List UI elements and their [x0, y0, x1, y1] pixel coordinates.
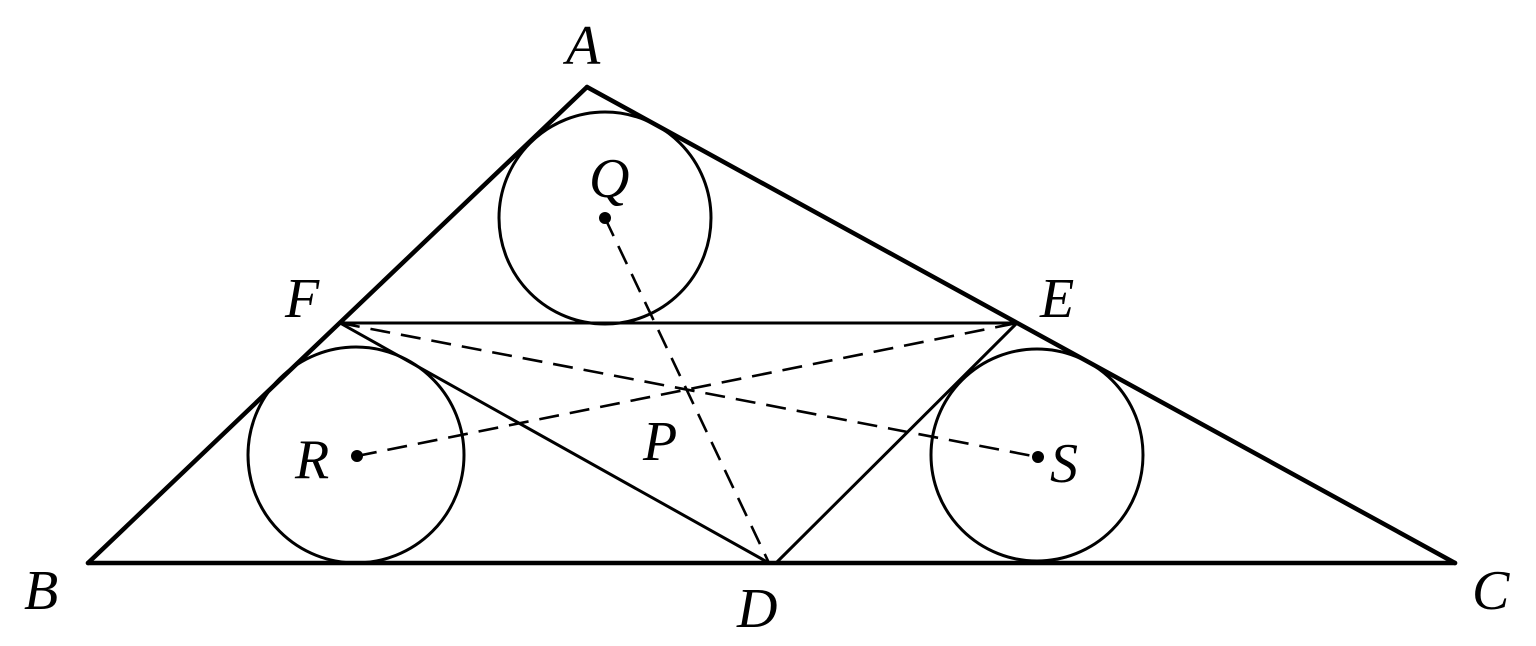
label-P: P: [642, 411, 677, 473]
side-AC: [584, 84, 1458, 566]
label-A: A: [562, 15, 601, 77]
label-B: B: [24, 560, 58, 622]
label-E: E: [1039, 268, 1074, 330]
dashed-FS: [339, 321, 1039, 459]
segment-ED: [774, 321, 1019, 565]
label-F: F: [284, 268, 320, 330]
circle-Q: [497, 110, 713, 326]
label-C: C: [1472, 560, 1510, 622]
label-D: D: [736, 578, 777, 640]
circle-S: [929, 347, 1145, 563]
dashed-RE: [356, 321, 1018, 458]
center-dot-R: [351, 450, 363, 462]
circle-R: [246, 345, 466, 565]
label-Q: Q: [589, 148, 629, 210]
label-R: R: [294, 429, 329, 491]
label-S: S: [1050, 433, 1078, 495]
side-AB: [85, 84, 590, 566]
center-dot-Q: [599, 212, 611, 224]
center-dot-S: [1032, 451, 1044, 463]
